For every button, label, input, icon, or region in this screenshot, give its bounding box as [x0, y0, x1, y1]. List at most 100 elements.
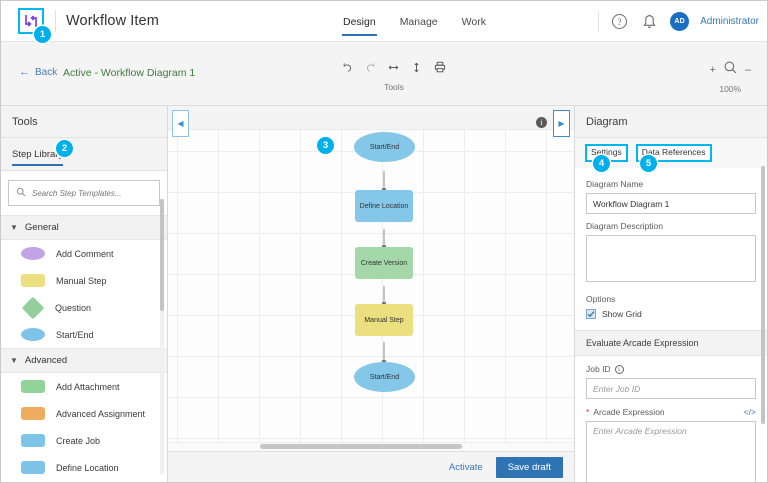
step-item-add-attachment[interactable]: Add Attachment [1, 373, 167, 400]
zoom-row: + – [709, 60, 751, 80]
redo-icon[interactable] [365, 60, 376, 78]
zoom-controls: + – 100% [709, 60, 751, 94]
step-item-add-comment[interactable]: Add Comment [1, 240, 167, 267]
flow-node-create-version[interactable]: Create Version [355, 247, 413, 279]
left-panel-scrollbar-thumb[interactable] [160, 199, 164, 311]
swatch-rect-icon [21, 407, 45, 420]
group-label-advanced: Advanced [24, 355, 68, 366]
back-label: Back [35, 67, 58, 78]
canvas-footer: Activate Save draft [168, 451, 574, 482]
main-nav-tabs: Design Manage Work [342, 1, 487, 42]
flow-node-start-end-top[interactable]: Start/End [354, 132, 415, 162]
tab-manage[interactable]: Manage [399, 15, 438, 28]
arcade-expression-textarea[interactable] [586, 421, 756, 482]
user-name-link[interactable]: Administrator [700, 16, 759, 27]
align-horizontal-icon[interactable] [388, 60, 399, 78]
step-label: Manual Step [56, 275, 107, 286]
step-item-run-gp-service[interactable]: Run GP Service [1, 481, 167, 482]
job-id-label: Job ID [586, 364, 611, 374]
step-item-start-end[interactable]: Start/End [1, 321, 167, 348]
step-item-define-location[interactable]: Define Location [1, 454, 167, 481]
bell-icon[interactable] [640, 12, 659, 31]
tab-work[interactable]: Work [461, 15, 486, 28]
job-id-input[interactable] [586, 378, 756, 399]
callout-badge-1: 1 [34, 26, 51, 43]
magnifier-icon[interactable] [723, 60, 738, 80]
canvas-hscrollbar-thumb[interactable] [260, 444, 462, 449]
arcade-expression-label: Arcade Expression [593, 407, 665, 417]
top-header-bar: Workflow Item Design Manage Work ? [1, 1, 767, 42]
job-id-label-row: Job ID i [586, 364, 756, 374]
sub-header-bar [1, 42, 767, 106]
breadcrumb[interactable]: Active - Workflow Diagram 1 [63, 67, 196, 79]
diagram-name-input[interactable] [586, 193, 756, 214]
check-icon [587, 311, 595, 318]
group-header-advanced[interactable]: ▼ Advanced [1, 348, 167, 373]
collapse-left-panel-button[interactable]: ◀ [172, 110, 189, 137]
callout-badge-3: 3 [317, 137, 334, 154]
evaluate-arcade-expression-header: Evaluate Arcade Expression [575, 330, 767, 356]
search-icon [16, 184, 26, 202]
group-label-general: General [24, 222, 59, 233]
swatch-rect-icon [21, 380, 45, 393]
info-icon[interactable]: i [536, 117, 547, 128]
callout-badge-4: 4 [593, 155, 610, 172]
step-item-manual-step[interactable]: Manual Step [1, 267, 167, 294]
diagram-description-textarea[interactable] [586, 235, 756, 282]
diagram-settings-form: Diagram Name Diagram Description Options… [575, 168, 767, 482]
flow-node-define-location[interactable]: Define Location [355, 190, 413, 222]
save-draft-button[interactable]: Save draft [495, 456, 563, 478]
activate-button[interactable]: Activate [448, 461, 483, 473]
flow-node-manual-step[interactable]: Manual Step [355, 304, 413, 336]
align-vertical-icon[interactable] [411, 60, 422, 78]
tab-step-library[interactable]: Step Library [12, 138, 64, 171]
caret-left-icon: ◀ [177, 118, 184, 128]
info-icon[interactable]: i [614, 364, 624, 374]
back-button[interactable]: ← Back [19, 66, 58, 79]
question-circle-icon[interactable]: ? [610, 12, 629, 31]
avatar[interactable]: AD [670, 12, 690, 31]
tools-label: Tools [384, 82, 404, 92]
job-id-label-group: Job ID i [586, 364, 624, 374]
search-step-templates[interactable] [8, 180, 160, 206]
print-icon[interactable] [434, 60, 446, 78]
step-label: Question [55, 302, 92, 313]
step-label: Define Location [56, 462, 119, 473]
step-label: Add Attachment [56, 381, 120, 392]
arrow-left-icon: ← [19, 66, 30, 78]
svg-text:?: ? [618, 17, 622, 27]
step-label: Advanced Assignment [56, 408, 146, 419]
diagram-panel-title: Diagram [575, 106, 767, 138]
diagram-description-label: Diagram Description [586, 221, 663, 231]
workflow-logo-glyph [25, 15, 37, 27]
zoom-level-label: 100% [719, 84, 742, 94]
flow-node-start-end-bottom[interactable]: Start/End [354, 362, 415, 392]
swatch-rect-icon [21, 461, 45, 474]
zoom-out-button[interactable]: – [744, 63, 751, 76]
zoom-in-button[interactable]: + [709, 63, 716, 76]
chevron-down-icon: ▼ [10, 223, 18, 232]
tools-toolbar: Tools [342, 61, 446, 92]
required-asterisk: * [586, 407, 590, 417]
swatch-diamond-icon [21, 296, 45, 319]
step-item-create-job[interactable]: Create Job [1, 427, 167, 454]
search-input[interactable] [32, 188, 152, 198]
step-item-question[interactable]: Question [1, 294, 167, 321]
right-panel-scrollbar-thumb[interactable] [761, 166, 765, 424]
show-grid-checkbox[interactable] [586, 309, 596, 319]
undo-icon[interactable] [342, 60, 353, 78]
header-divider [55, 10, 56, 32]
tools-panel: Tools Step Library ▼ General Add Comment [1, 106, 168, 482]
collapse-right-panel-button[interactable]: ▶ [553, 110, 570, 137]
left-panel-scrollbar-track[interactable] [160, 199, 164, 474]
workflow-logo-icon[interactable] [18, 8, 44, 34]
diagram-canvas[interactable]: ◀ i ▶ Start/End Define Location Create V… [168, 106, 574, 482]
step-item-advanced-assignment[interactable]: Advanced Assignment [1, 400, 167, 427]
show-grid-option[interactable]: Show Grid [586, 309, 756, 319]
tab-design[interactable]: Design [342, 1, 377, 42]
step-label: Create Job [56, 435, 101, 446]
code-brackets-icon[interactable]: </> [743, 407, 756, 417]
step-list-general: Add Comment Manual Step Question Start/E… [1, 240, 167, 348]
group-header-general[interactable]: ▼ General [1, 215, 167, 240]
